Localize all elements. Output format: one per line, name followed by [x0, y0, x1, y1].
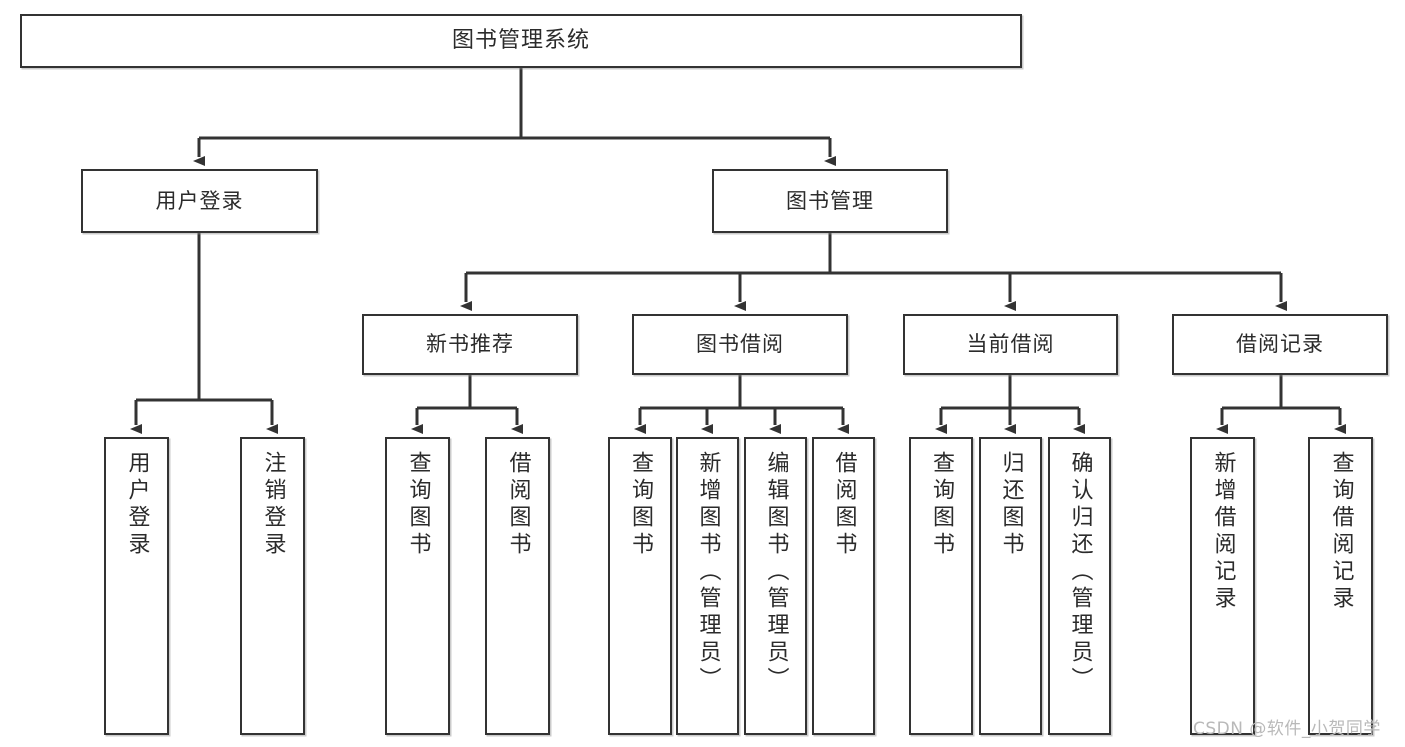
node-label: 借阅记录	[1236, 332, 1324, 357]
node-label: 编辑图书（管理员）	[763, 451, 789, 694]
node-borrow-records[interactable]: 借阅记录	[1172, 314, 1388, 375]
node-label: 查询图书	[929, 451, 954, 559]
node-label: 查询借阅记录	[1328, 451, 1354, 613]
node-label: 查询图书	[405, 451, 431, 559]
node-label: 新增图书（管理员）	[695, 451, 721, 694]
node-leaf-add-borrow-record[interactable]: 新增借阅记录	[1190, 437, 1255, 735]
node-leaf-add-book-admin[interactable]: 新增图书（管理员）	[676, 437, 739, 735]
node-new-book-recommendation[interactable]: 新书推荐	[362, 314, 578, 375]
node-leaf-borrow-book-recommend[interactable]: 借阅图书	[485, 437, 550, 735]
node-label: 借阅图书	[831, 451, 857, 559]
node-leaf-query-book-recommend[interactable]: 查询图书	[385, 437, 450, 735]
node-leaf-query-borrow-record[interactable]: 查询借阅记录	[1308, 437, 1373, 735]
node-label: 用户登录	[155, 188, 244, 213]
node-label: 查询图书	[628, 451, 653, 559]
node-leaf-query-book-current[interactable]: 查询图书	[909, 437, 973, 735]
node-leaf-query-book-borrow[interactable]: 查询图书	[608, 437, 672, 735]
node-label: 确认归还（管理员）	[1067, 451, 1093, 694]
node-label: 图书管理系统	[451, 28, 590, 54]
node-leaf-user-login[interactable]: 用户登录	[104, 437, 169, 735]
node-book-management[interactable]: 图书管理	[712, 169, 948, 233]
node-user-login[interactable]: 用户登录	[81, 169, 318, 233]
node-leaf-return-book[interactable]: 归还图书	[979, 437, 1042, 735]
node-label: 图书管理	[786, 188, 874, 213]
node-label: 当前借阅	[966, 332, 1055, 357]
csdn-watermark: CSDN @软件_小贺同学	[1193, 719, 1381, 739]
node-leaf-logout[interactable]: 注销登录	[240, 437, 305, 735]
node-root-book-management-system[interactable]: 图书管理系统	[20, 14, 1022, 68]
node-label: 新增借阅记录	[1210, 451, 1236, 613]
node-label: 用户登录	[124, 451, 150, 559]
node-label: 图书借阅	[696, 332, 784, 357]
node-leaf-edit-book-admin[interactable]: 编辑图书（管理员）	[744, 437, 807, 735]
node-label: 新书推荐	[426, 332, 514, 357]
node-book-borrowing[interactable]: 图书借阅	[632, 314, 848, 375]
node-label: 注销登录	[260, 451, 286, 559]
node-current-borrowing[interactable]: 当前借阅	[903, 314, 1118, 375]
node-leaf-confirm-return-admin[interactable]: 确认归还（管理员）	[1048, 437, 1111, 735]
node-leaf-borrow-book[interactable]: 借阅图书	[812, 437, 875, 735]
node-label: 借阅图书	[505, 451, 531, 559]
node-label: 归还图书	[998, 451, 1024, 559]
